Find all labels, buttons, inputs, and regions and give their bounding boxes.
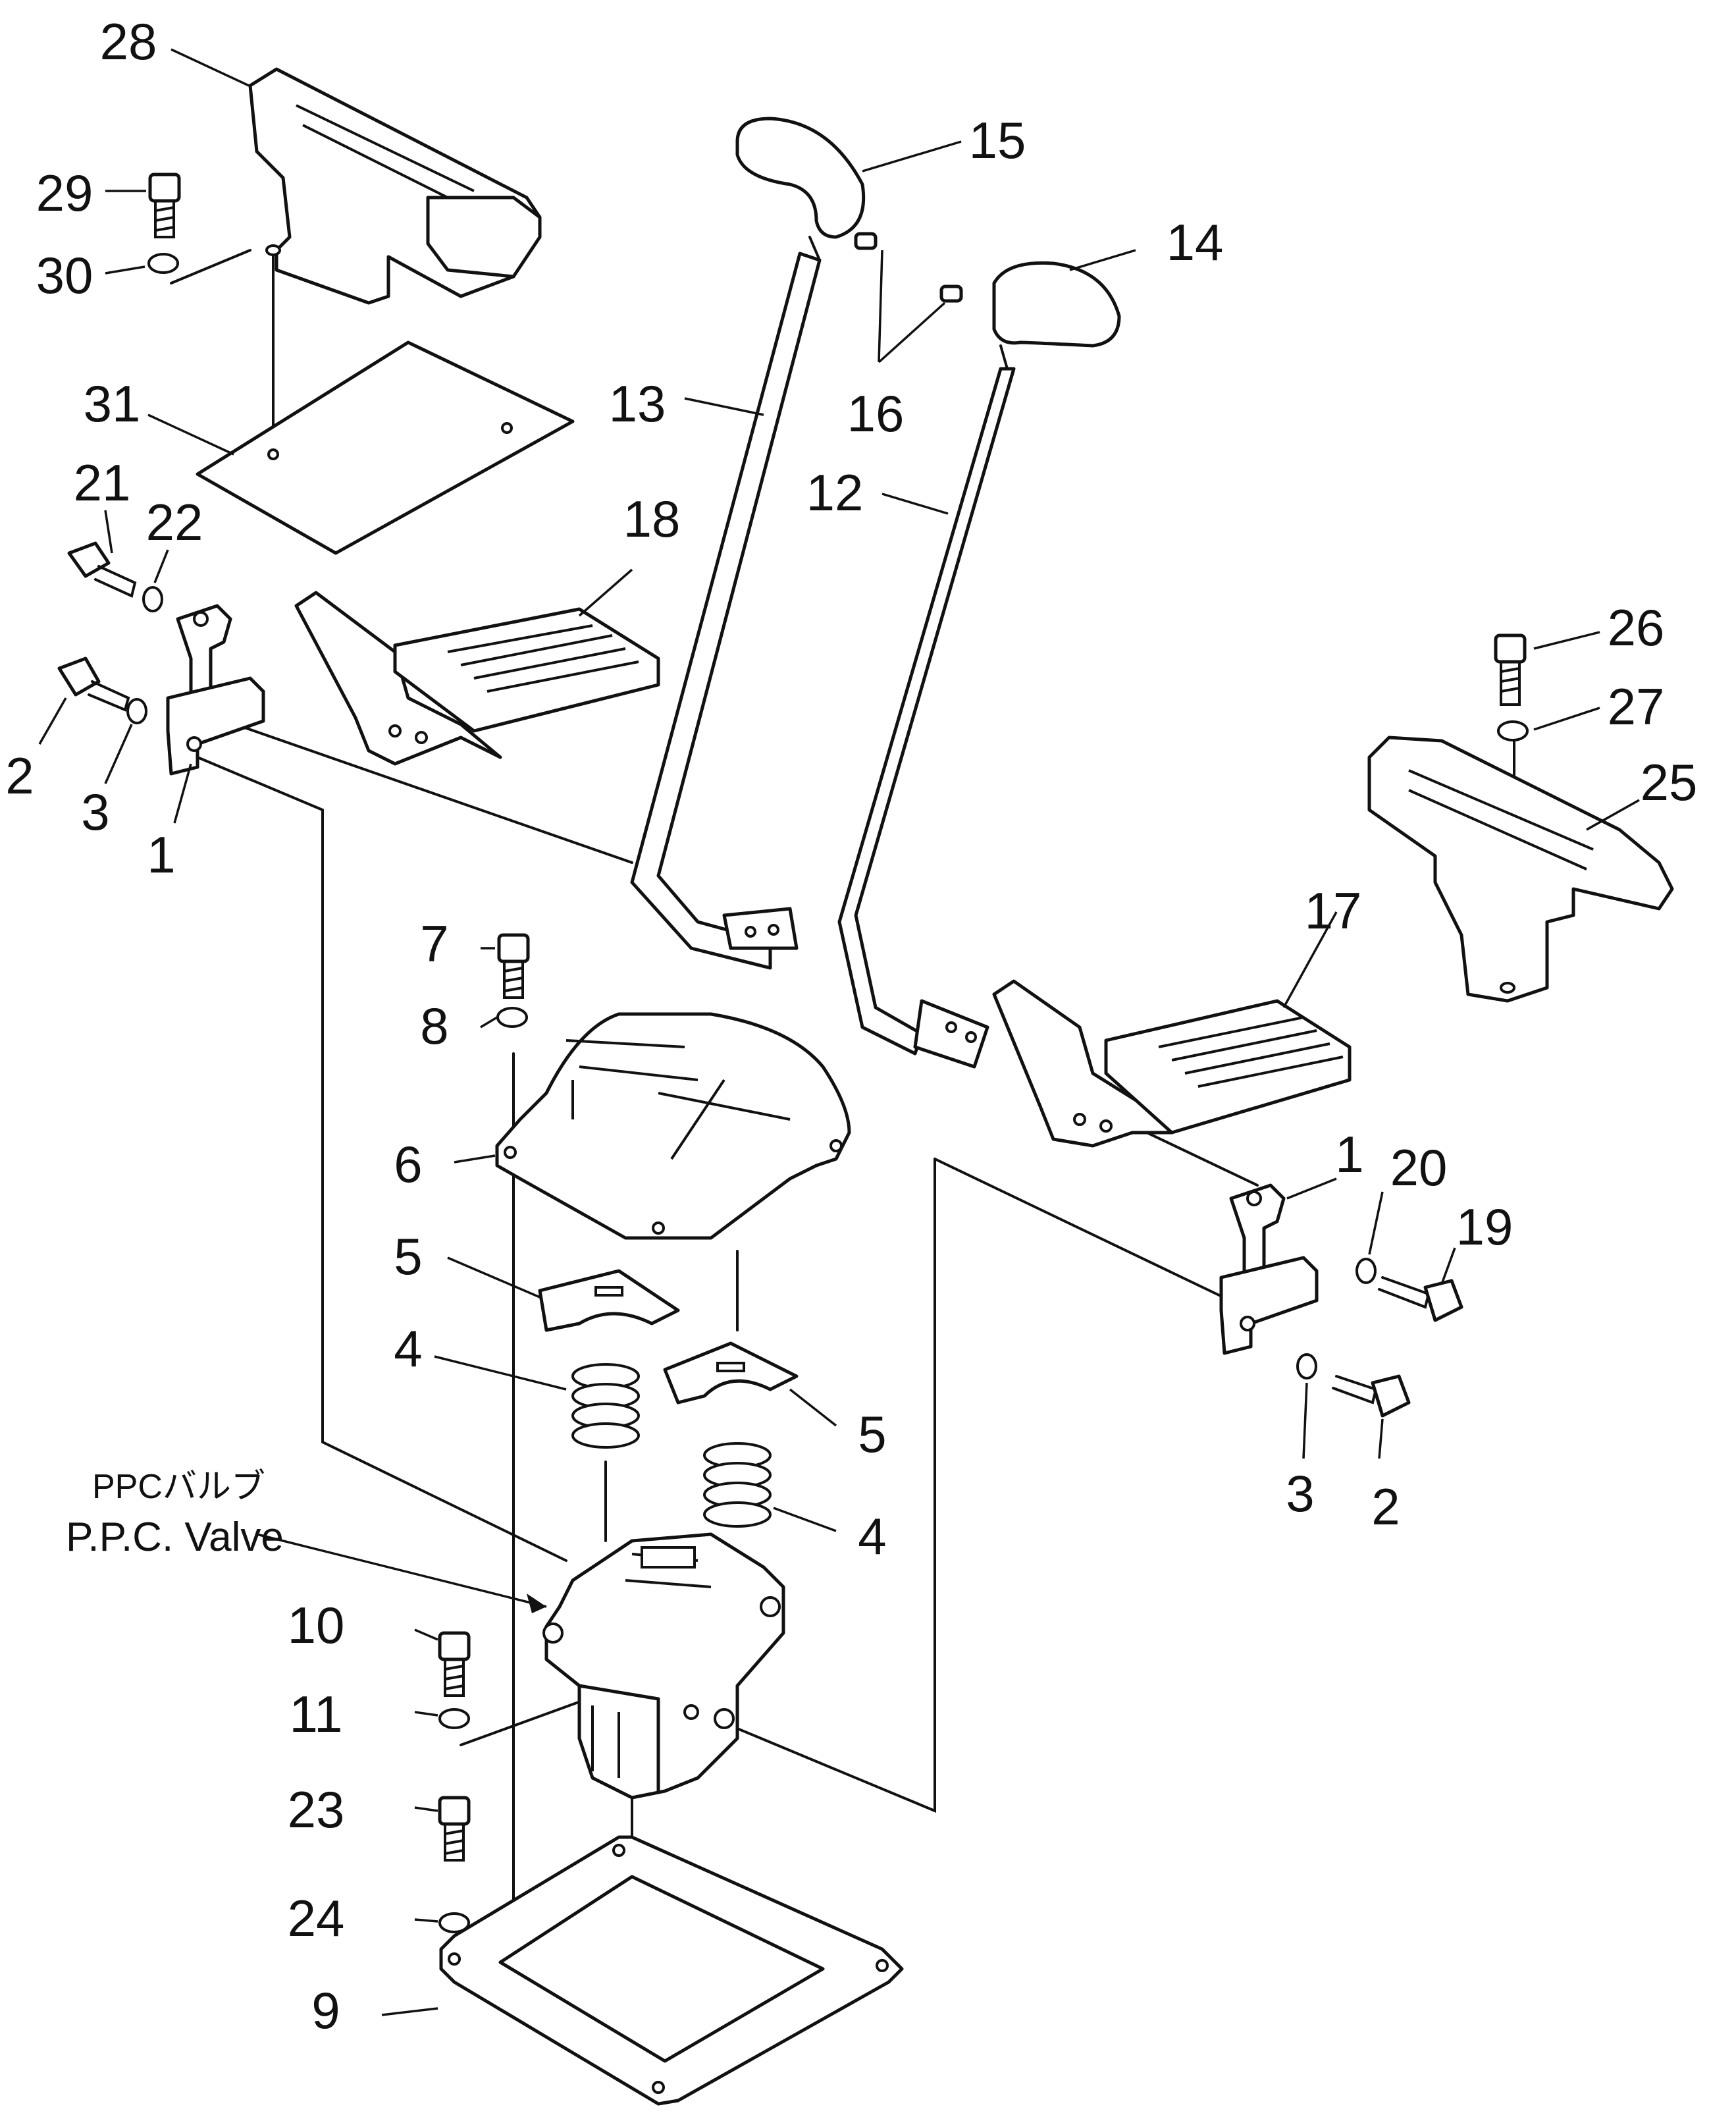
pedal-left-18	[294, 591, 660, 766]
bolt-2-left	[57, 657, 130, 712]
ppc-valve	[542, 1532, 785, 1800]
valve-caption: PPCバルブ P.P.C. Valve	[66, 1468, 284, 1560]
callout-5-right: 5	[858, 1405, 886, 1463]
bolt-19	[1378, 1276, 1463, 1322]
callout-30: 30	[36, 246, 93, 304]
callout-3-right: 3	[1286, 1464, 1314, 1522]
callout-21: 21	[74, 454, 131, 512]
pin-16	[854, 232, 963, 303]
spring-4-right	[703, 1442, 772, 1528]
washer-11	[438, 1708, 470, 1729]
callout-11: 11	[290, 1685, 343, 1743]
callout-14: 14	[1167, 213, 1224, 271]
bolt-10	[438, 1631, 471, 1697]
callout-4-right: 4	[858, 1507, 886, 1565]
valve-label-en: P.P.C. Valve	[66, 1515, 284, 1560]
callout-12: 12	[806, 464, 864, 522]
callout-13: 13	[609, 375, 666, 433]
plate-31	[196, 340, 575, 555]
lever-12	[837, 367, 1016, 1069]
callout-22: 22	[146, 493, 203, 551]
callout-6: 6	[394, 1135, 422, 1193]
callout-7: 7	[420, 915, 448, 973]
lever-13	[630, 252, 822, 970]
washer-30	[147, 253, 179, 274]
callout-labels: 28 29 30 31 21 22 18 2 3 1 15 14 16 13 1…	[5, 13, 1697, 2039]
washer-8	[496, 1007, 528, 1028]
callout-5-left: 5	[394, 1227, 422, 1285]
callout-2-right: 2	[1371, 1478, 1400, 1536]
bolt-29	[148, 173, 181, 238]
callout-15: 15	[969, 111, 1026, 169]
callout-20: 20	[1390, 1139, 1448, 1196]
callout-25: 25	[1641, 753, 1698, 811]
callout-27: 27	[1608, 678, 1665, 736]
washer-24	[438, 1912, 470, 1933]
knob-14	[992, 261, 1121, 370]
callout-2-left: 2	[5, 747, 34, 805]
cover-6	[495, 1012, 851, 1240]
callout-28: 28	[100, 13, 157, 70]
callout-23: 23	[288, 1781, 345, 1838]
callout-31: 31	[84, 375, 141, 433]
bracket-right-1	[1219, 1183, 1319, 1355]
callout-17: 17	[1305, 882, 1362, 940]
pedal-right-17	[992, 979, 1352, 1148]
bracket-left-1	[166, 604, 265, 776]
callout-10: 10	[288, 1596, 345, 1654]
washer-22	[142, 586, 163, 612]
leader-lines	[38, 48, 1640, 2016]
bolt-7	[497, 933, 530, 999]
plate-5-left	[538, 1269, 680, 1332]
callout-16: 16	[847, 385, 905, 443]
callout-29: 29	[36, 164, 93, 222]
callout-4-left: 4	[394, 1320, 422, 1378]
spring-4-left	[571, 1363, 640, 1449]
wrist-rest-left	[248, 67, 542, 305]
wrist-rest-right-25	[1367, 736, 1674, 1003]
knob-15	[735, 117, 866, 261]
callout-26: 26	[1608, 599, 1665, 657]
bolt-2-right	[1332, 1374, 1411, 1418]
callout-19: 19	[1456, 1198, 1513, 1256]
callout-8: 8	[420, 997, 448, 1055]
callout-1-right: 1	[1335, 1125, 1363, 1183]
callout-24: 24	[288, 1889, 345, 1947]
bolt-23	[438, 1796, 471, 1862]
callout-1-left: 1	[147, 826, 175, 884]
washer-3-left	[126, 698, 147, 724]
base-frame-9	[439, 1835, 904, 2106]
bolt-21	[67, 541, 137, 598]
washer-3-right	[1296, 1353, 1317, 1380]
callout-18: 18	[623, 490, 681, 548]
washer-20	[1355, 1258, 1377, 1284]
valve-label-jp: PPCバルブ	[92, 1468, 265, 1506]
plate-5-right	[663, 1341, 799, 1405]
washer-27	[1497, 720, 1529, 741]
bolt-26	[1494, 633, 1527, 706]
callout-9: 9	[311, 1981, 340, 2039]
callout-3-left: 3	[81, 783, 109, 841]
